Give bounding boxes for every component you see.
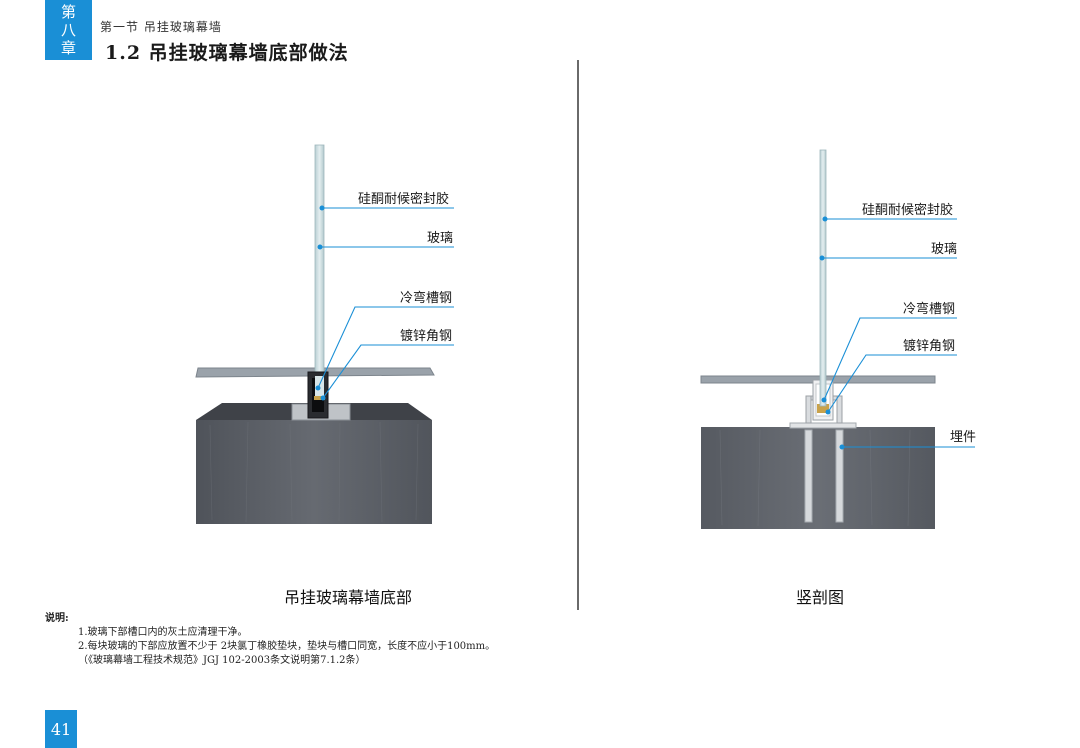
glass-panel xyxy=(314,144,325,376)
leader-channel xyxy=(823,317,957,401)
page-number: 41 xyxy=(45,710,77,748)
concrete-block xyxy=(701,427,935,529)
setting-block xyxy=(314,396,325,400)
label-embedded-part: 埋件 xyxy=(950,430,977,445)
section-title: 1.2 吊挂玻璃幕墙底部做法 xyxy=(105,42,349,64)
right-caption: 竖剖图 xyxy=(796,588,845,607)
section-subtitle: 第一节 吊挂玻璃幕墙 xyxy=(100,20,222,34)
setting-block xyxy=(817,404,829,413)
leader-channel xyxy=(317,306,454,389)
concrete-block xyxy=(196,420,432,524)
note-line: （《玻璃幕墙工程技术规范》JGJ 102-2003条文说明第7.1.2条） xyxy=(78,655,366,666)
label-channel-steel: 冷弯槽钢 xyxy=(903,302,956,317)
angle-steel-leg xyxy=(805,395,812,424)
notes: 说明: 1.玻璃下部槽口内的灰土应清理干净。 2.每块玻璃的下部应放置不少于 2… xyxy=(45,612,495,668)
chapter-char: 章 xyxy=(60,39,76,57)
right-drawing xyxy=(700,149,975,529)
glass-panel xyxy=(819,149,827,407)
note-line: 2.每块玻璃的下部应放置不少于 2块氯丁橡胶垫块，垫块与槽口同宽，长度不应小于1… xyxy=(78,641,496,652)
chapter-tab: 第 八 章 xyxy=(45,0,92,60)
angle-steel-leg xyxy=(836,395,843,424)
embedded-anchor xyxy=(804,429,813,523)
chapter-char: 第 xyxy=(60,3,76,21)
label-glass: 玻璃 xyxy=(931,242,958,257)
chapter-char: 八 xyxy=(60,21,76,39)
embed-plate xyxy=(789,422,857,429)
embedded-anchor xyxy=(835,429,844,523)
vertical-divider xyxy=(577,60,579,610)
label-angle-steel: 镀锌角钢 xyxy=(400,329,453,344)
note-line: 1.玻璃下部槽口内的灰土应清理干净。 xyxy=(78,627,248,638)
label-sealant: 硅酮耐候密封胶 xyxy=(358,192,450,207)
label-glass: 玻璃 xyxy=(427,231,454,246)
label-channel-steel: 冷弯槽钢 xyxy=(400,291,453,306)
notes-title: 说明: xyxy=(45,613,69,624)
leader-angle xyxy=(322,344,454,399)
leader-angle xyxy=(827,354,957,413)
left-drawing xyxy=(195,144,454,524)
label-sealant: 硅酮耐候密封胶 xyxy=(862,203,954,218)
left-caption: 吊挂玻璃幕墙底部 xyxy=(284,588,413,607)
label-angle-steel: 镀锌角钢 xyxy=(903,339,956,354)
